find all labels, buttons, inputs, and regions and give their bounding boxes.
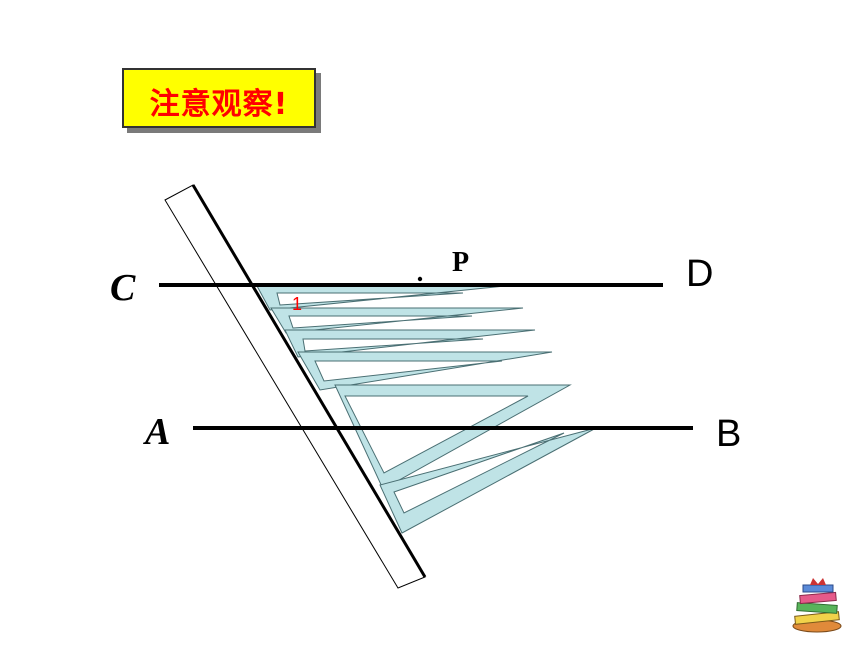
- title-text: 注意观察!: [149, 87, 289, 122]
- set-square-5: [334, 384, 572, 490]
- label-a: A: [143, 411, 170, 453]
- books-icon: [792, 578, 842, 633]
- point-p: [417, 276, 423, 282]
- set-square-positions: [256, 285, 597, 534]
- set-square-3: [284, 329, 536, 358]
- set-square-4: [297, 351, 553, 391]
- set-square-2: [270, 307, 524, 334]
- label-p: P: [452, 247, 469, 278]
- label-d: D: [686, 253, 713, 295]
- angle-label-1: 1: [292, 294, 302, 314]
- ruler-edge: [191, 184, 427, 578]
- title-box: 注意观察!: [122, 68, 316, 128]
- label-b: B: [716, 413, 741, 455]
- set-square-6: [379, 427, 597, 534]
- label-c: C: [110, 267, 136, 309]
